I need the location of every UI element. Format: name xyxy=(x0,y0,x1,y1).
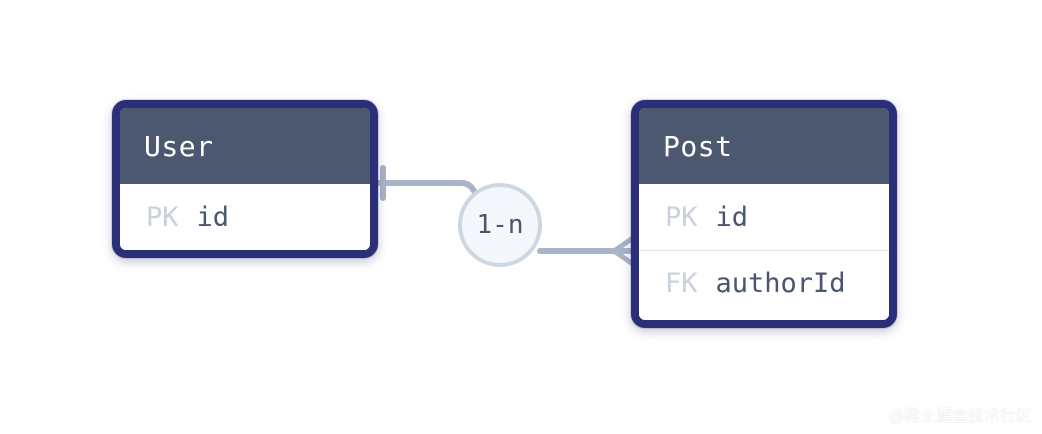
user-field-row-id[interactable]: PK id xyxy=(120,184,370,250)
post-entity-title: Post xyxy=(663,129,733,163)
user-entity-header: User xyxy=(120,108,370,184)
field-name-id: id xyxy=(715,201,749,233)
field-name-author-id: authorId xyxy=(715,268,846,299)
primary-key-label: PK xyxy=(146,201,179,233)
post-entity-card[interactable]: Post PK id FK authorId xyxy=(631,100,897,328)
watermark-text: @稀土掘金技术社区 xyxy=(887,406,1032,425)
foreign-key-label: FK xyxy=(665,268,698,299)
user-field-list: PK id xyxy=(120,184,370,250)
relationship-label: 1-n xyxy=(476,210,524,240)
post-field-list: PK id FK authorId xyxy=(639,184,889,316)
field-name-id: id xyxy=(196,201,230,233)
user-entity-title: User xyxy=(144,129,214,163)
relationship-badge[interactable]: 1-n xyxy=(458,183,542,267)
primary-key-label: PK xyxy=(665,201,698,233)
post-field-row-author-id[interactable]: FK authorId xyxy=(639,250,889,316)
post-field-row-id[interactable]: PK id xyxy=(639,184,889,250)
post-entity-header: Post xyxy=(639,108,889,184)
user-entity-card[interactable]: User PK id xyxy=(112,100,378,258)
